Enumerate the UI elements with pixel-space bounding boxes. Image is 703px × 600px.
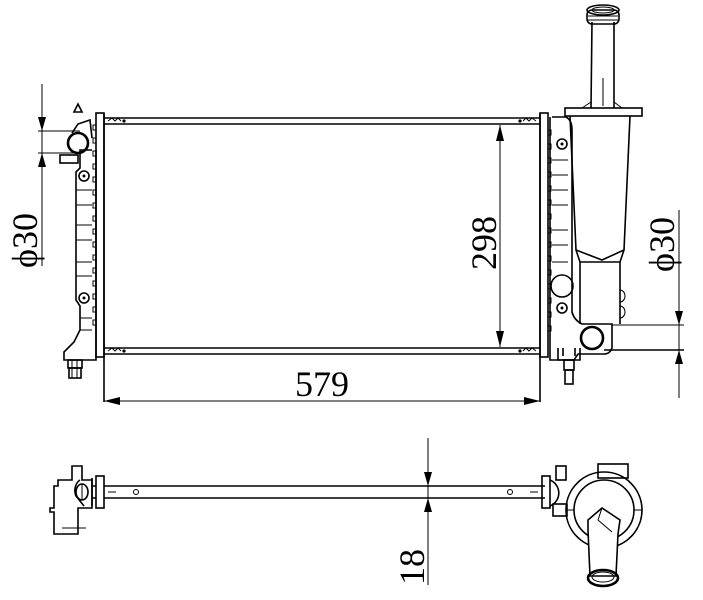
dimension-label-inlet: ϕ30 — [5, 213, 45, 268]
outlet-pipe-icon — [579, 325, 605, 351]
dimension-inlet-left: ϕ30 — [5, 84, 80, 268]
dimension-outlet-right: ϕ30 — [604, 210, 684, 398]
expansion-tank — [564, 4, 643, 324]
dimension-label-height: 298 — [464, 216, 504, 270]
left-tank — [59, 102, 105, 379]
left-end-fitting — [49, 465, 105, 535]
dimension-label-outlet: ϕ30 — [642, 217, 682, 272]
dimension-thickness: 18 — [392, 438, 432, 585]
dimension-width: 579 — [104, 364, 540, 405]
dimension-label-width: 579 — [295, 364, 349, 404]
front-view: ϕ30 298 ϕ30 579 — [5, 4, 684, 405]
dimension-label-thickness: 18 — [392, 549, 432, 585]
inlet-pipe-icon — [66, 131, 90, 155]
top-view: 18 — [49, 438, 643, 588]
right-end-fitting — [541, 463, 643, 588]
right-tank — [539, 112, 613, 385]
dimension-core-height: 298 — [464, 125, 504, 347]
